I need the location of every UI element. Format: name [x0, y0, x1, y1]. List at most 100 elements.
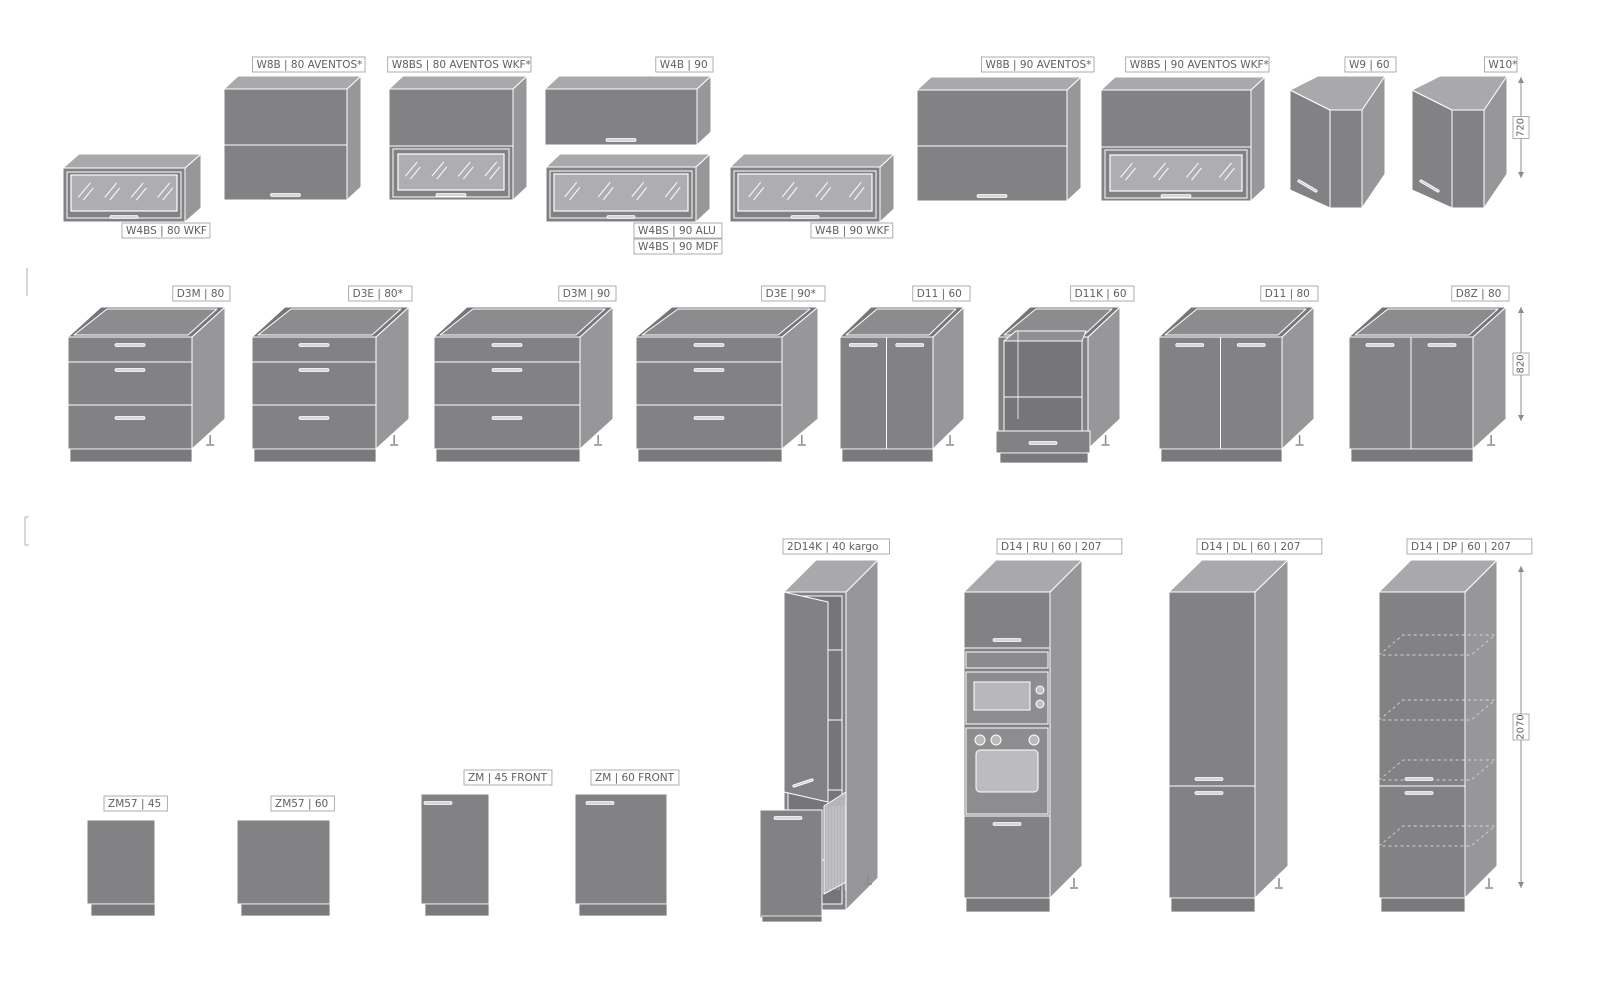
dimension-wall: 720: [1512, 77, 1530, 178]
dimension-label-box: [1512, 116, 1530, 139]
label-text: W4BS | 90 MDF: [638, 241, 719, 253]
handle: [895, 343, 925, 347]
trim-panel: [965, 651, 1049, 669]
dimension-label: 720: [1516, 118, 1527, 137]
dimension-arrow: [1518, 882, 1524, 888]
handle: [605, 138, 637, 142]
label-d2d14k-40-kargo: 2D14K | 40 kargo: [782, 538, 890, 555]
cabinet-top-inner: [1164, 308, 1307, 336]
plinth: [240, 903, 331, 917]
cabinet-side: [1250, 76, 1266, 202]
cabinet-d11-80: [1158, 306, 1315, 463]
label-box: [633, 238, 723, 255]
label-text: D3E | 80*: [353, 288, 403, 300]
label-box: [252, 56, 366, 73]
label-d3m-80: D3M | 80: [172, 285, 231, 302]
cabinet-w4bs-80-wkf: [62, 153, 202, 223]
label-zm57-45: ZM57 | 45: [103, 795, 168, 812]
cabinet-front: [1378, 591, 1466, 899]
label-box: [810, 222, 894, 239]
handle: [435, 193, 467, 197]
label-text: D14 | DP | 60 | 207: [1411, 541, 1511, 553]
label-zm-45-front: ZM | 45 FRONT: [463, 769, 553, 786]
handle: [114, 368, 146, 372]
label-text: D3M | 90: [563, 288, 610, 300]
cabinet-front: [635, 336, 783, 450]
cabinet-top-inner: [641, 308, 811, 336]
cabinet-front: [544, 88, 698, 146]
handle: [270, 193, 301, 197]
label-d14-dp-60-207: D14 | DP | 60 | 207: [1406, 538, 1533, 555]
dimension-label: 820: [1516, 354, 1527, 373]
handle: [585, 801, 615, 805]
label-box: [558, 285, 617, 302]
handle: [109, 215, 139, 219]
handle: [491, 368, 523, 372]
label-text: W4BS | 90 ALU: [638, 225, 716, 237]
label-text: D11 | 80: [1265, 288, 1310, 300]
cabinet-w8b-90-aventos: [916, 76, 1082, 202]
label-box: [1451, 285, 1510, 302]
glass-panel: [737, 173, 873, 212]
panel-front: [236, 819, 331, 905]
dimension-label-box: [1512, 352, 1530, 376]
handle: [1175, 343, 1205, 347]
panel-front: [420, 793, 490, 905]
handle: [1028, 441, 1058, 445]
handle: [1365, 343, 1395, 347]
cabinet-top: [729, 153, 895, 168]
cabinet-w10: [1411, 75, 1508, 209]
handle: [1160, 194, 1192, 198]
plinth: [253, 448, 377, 463]
label-w4bs-80-wkf: W4BS | 80 WKF: [121, 222, 211, 239]
cabinet-top: [62, 153, 202, 169]
cabinet-w9-60: [1289, 75, 1386, 209]
cargo-front: [759, 809, 823, 919]
label-d3e-90: D3E | 90*: [761, 285, 826, 302]
label-w8b-80-aventos: W8B | 80 AVENTOS*: [252, 56, 366, 73]
label-box: [270, 795, 335, 812]
dimension-arrow: [1518, 172, 1524, 178]
label-box: [387, 56, 532, 73]
label-text: W10*: [1488, 59, 1517, 71]
handle: [114, 343, 146, 347]
handle: [1194, 777, 1224, 781]
shelf-outline: [1378, 699, 1496, 721]
label-box: [103, 795, 168, 812]
handle: [1404, 777, 1434, 781]
handle: [848, 343, 878, 347]
plinth: [1380, 897, 1466, 913]
cabinet-side: [845, 559, 879, 911]
cabinet-w8b-80-aventos: [223, 75, 362, 201]
label-text: D3M | 80: [177, 288, 224, 300]
label-zm57-60: ZM57 | 60: [270, 795, 335, 812]
handle: [773, 816, 803, 820]
label-text: 2D14K | 40 kargo: [787, 541, 878, 553]
cabinets-layer: [62, 75, 1508, 923]
label-text: W4BS | 80 WKF: [126, 225, 207, 237]
cabinet-w8bs-80-aventos-wkf: [388, 75, 528, 201]
plinth: [435, 448, 581, 463]
label-w8bs-80-aventos-wkf: W8BS | 80 AVENTOS WKF*: [387, 56, 532, 73]
cabinet-front: [1411, 89, 1453, 209]
label-d8z-80: D8Z | 80: [1451, 285, 1510, 302]
cabinet-side: [346, 75, 362, 201]
plinth: [424, 903, 490, 917]
margin-bracket: [24, 516, 29, 546]
label-box: [1260, 285, 1319, 302]
plinth: [841, 448, 934, 463]
cabinet-d11k-60: [995, 306, 1121, 464]
cabinet-top: [1411, 75, 1508, 111]
handle: [114, 416, 146, 420]
cabinet-side: [1254, 559, 1289, 899]
label-w8bs-90-aventos-wkf: W8BS | 90 AVENTOS WKF*: [1125, 56, 1270, 73]
handle: [693, 416, 725, 420]
handle: [693, 343, 725, 347]
cabinet-front: [1451, 109, 1485, 209]
dimension-arrow: [1518, 307, 1524, 313]
glass-panel: [553, 173, 689, 212]
label-text: W9 | 60: [1349, 59, 1390, 71]
cabinet-2d14k-40-kargo: [759, 559, 879, 923]
